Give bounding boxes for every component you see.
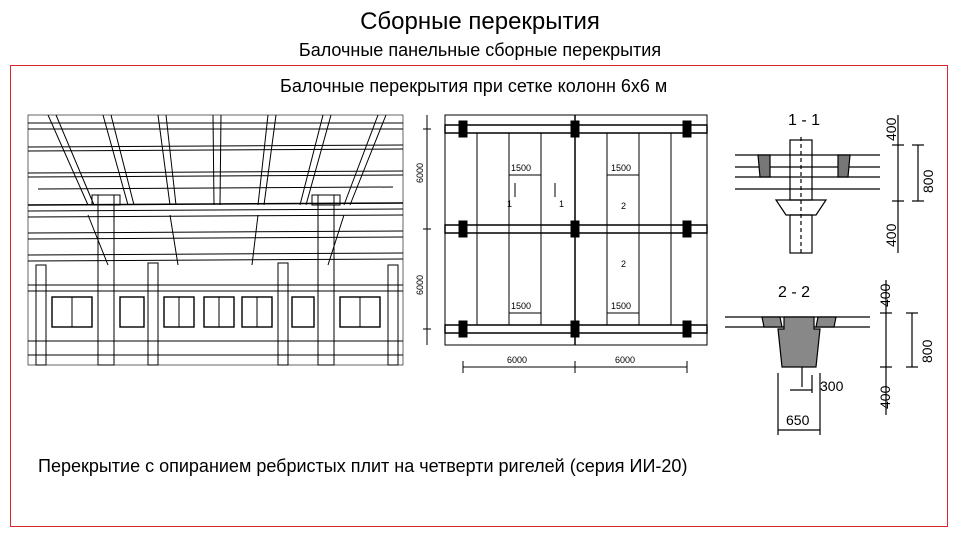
plan-dim-6000-upper: 6000 xyxy=(415,163,425,183)
slide-subtitle: Балочные панельные сборные перекрытия xyxy=(298,40,662,60)
section-2-2: 2 - 2 400 800 400 300 650 xyxy=(725,280,935,435)
content-frame xyxy=(10,65,948,527)
plan-dim-bottom-right: 6000 xyxy=(615,355,635,365)
section-1-1-label: 1 - 1 xyxy=(788,112,820,129)
plan-dim-bottom-left: 6000 xyxy=(507,355,527,365)
section-2-2-dim-800: 800 xyxy=(919,339,935,363)
section-2-2-label: 2 - 2 xyxy=(778,284,810,301)
section-1-1-dim-800: 800 xyxy=(920,169,936,193)
plan-slab-1500-tr: 1500 xyxy=(611,163,631,173)
section-2-2-dim-400-top: 400 xyxy=(877,283,893,307)
floor-plan: 6000 6000 6000 6000 1500 1500 1500 1500 … xyxy=(415,114,708,373)
perspective-drawing xyxy=(27,114,404,366)
section-1-1-dim-400-bottom: 400 xyxy=(883,223,899,247)
plan-section-mark-1-right: 1 xyxy=(559,199,564,209)
plan-slab-1500-bl: 1500 xyxy=(511,301,531,311)
section-1-1: 1 - 1 400 800 400 xyxy=(735,112,936,254)
section-1-1-dim-400-top: 400 xyxy=(883,117,899,141)
section-2-2-dim-400-bottom: 400 xyxy=(877,385,893,409)
caption-grid: Балочные перекрытия при сетке колонн 6х6… xyxy=(280,76,668,96)
plan-section-mark-2-b: 2 xyxy=(621,259,626,269)
section-2-2-dim-300: 300 xyxy=(820,378,844,394)
plan-slab-1500-br: 1500 xyxy=(611,301,631,311)
slide-title: Сборные перекрытия xyxy=(360,8,600,35)
section-2-2-dim-650: 650 xyxy=(786,412,810,428)
caption-series: Перекрытие с опиранием ребристых плит на… xyxy=(38,456,688,476)
plan-section-mark-2-a: 2 xyxy=(621,201,626,211)
plan-dim-6000-lower: 6000 xyxy=(415,275,425,295)
plan-section-mark-1-left: 1 xyxy=(507,199,512,209)
plan-slab-1500-tl: 1500 xyxy=(511,163,531,173)
